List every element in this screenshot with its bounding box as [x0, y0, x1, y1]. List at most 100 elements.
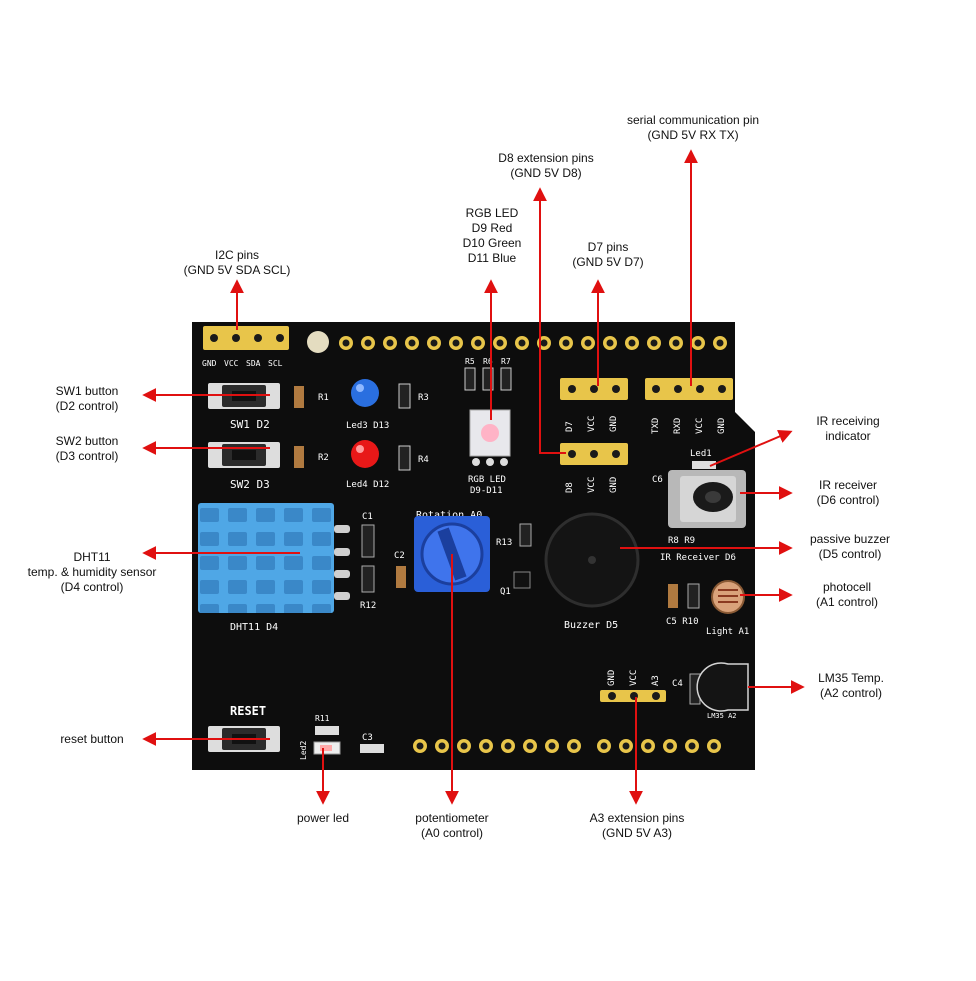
power-led-lens: [320, 745, 332, 751]
top-header-left-pin-hole: [364, 339, 372, 347]
callout-sw1-line1: SW1 button: [55, 384, 119, 398]
bottom-header-left-pin-hole: [526, 742, 534, 750]
serial-header: [645, 378, 733, 400]
top-header-left-pin-hole: [540, 339, 548, 347]
serial-label-txd: TXD: [651, 418, 661, 434]
bottom-header-right-pin-hole: [622, 742, 630, 750]
a3-label-a3: A3: [651, 675, 661, 686]
callout-sw2-line2: (D3 control): [55, 449, 119, 463]
c6-label: C6: [652, 475, 663, 485]
top-header-left-pin-hole: [452, 339, 460, 347]
top-header-left-pin-hole: [408, 339, 416, 347]
rgb-led-pins: [472, 458, 508, 466]
callout-ir-ind: IR receiving indicator: [800, 414, 896, 444]
callout-photo: photocell (A1 control): [800, 580, 894, 610]
mounting-hole: [307, 331, 329, 353]
dht11-label: DHT11 D4: [230, 622, 278, 633]
callout-d7-line2: (GND 5V D7): [572, 255, 644, 269]
i2c-header-pin: [210, 334, 218, 342]
q1-transistor: [513, 571, 531, 589]
i2c-header: [203, 326, 289, 350]
callout-buzzer: passive buzzer (D5 control): [798, 532, 902, 562]
d7-header-pin: [612, 385, 620, 393]
c1-label: C1: [362, 512, 373, 522]
r11-resistor: [315, 726, 339, 735]
top-header-right-pin-hole: [584, 339, 592, 347]
serial-label-vcc: VCC: [695, 418, 705, 434]
r7-label: R7: [501, 357, 511, 366]
callout-ir-ind-line1: IR receiving: [816, 414, 880, 428]
r10-resistor: [687, 583, 700, 609]
lm35-sensor: [696, 662, 749, 712]
c2-cap: [396, 566, 406, 588]
c5-cap: [668, 584, 678, 608]
callout-sw2-line1: SW2 button: [55, 434, 119, 448]
callout-serial-line2: (GND 5V RX TX): [647, 128, 739, 142]
top-header-left-pin-hole: [430, 339, 438, 347]
callout-buzzer-line1: passive buzzer: [809, 532, 891, 546]
callout-sw2: SW2 button (D3 control): [40, 434, 134, 464]
bottom-header-left-pin-hole: [570, 742, 578, 750]
r12-resistor: [361, 565, 375, 593]
callout-serial: serial communication pin (GND 5V RX TX): [610, 113, 776, 143]
bottom-header-left-pin-hole: [482, 742, 490, 750]
top-header-right-pin-hole: [694, 339, 702, 347]
dht11-pins: [334, 525, 350, 600]
led4-red: [351, 440, 379, 468]
callout-ir-recv-line2: (D6 control): [816, 493, 880, 507]
light-label: Light A1: [706, 627, 749, 637]
led3-label: Led3 D13: [346, 421, 389, 431]
serial-header-pin: [652, 385, 660, 393]
callout-sw1: SW1 button (D2 control): [40, 384, 134, 414]
r3-resistor: [398, 383, 411, 409]
callout-i2c: I2C pins (GND 5V SDA SCL): [170, 248, 304, 278]
bottom-header-right-pin-hole: [666, 742, 674, 750]
top-header-left-pin-hole: [342, 339, 350, 347]
bottom-header-right-pin-hole: [688, 742, 696, 750]
led1-label: Led1: [690, 449, 712, 459]
r1-label: R1: [318, 393, 329, 403]
d7-label-vcc: VCC: [587, 416, 597, 432]
d8-header-pin: [568, 450, 576, 458]
r12-label: R12: [360, 601, 376, 611]
callout-serial-line1: serial communication pin: [626, 113, 760, 127]
callout-ir-recv: IR receiver (D6 control): [800, 478, 896, 508]
led3-highlight: [356, 384, 364, 392]
arrow-ir-ind: [709, 429, 793, 467]
callout-d8: D8 extension pins (GND 5V D8): [486, 151, 606, 181]
callout-photo-line1: photocell: [822, 580, 872, 594]
ir-receiver-module: [668, 470, 746, 528]
callout-rgb-line1: RGB LED: [465, 206, 519, 220]
q1-label: Q1: [500, 587, 511, 597]
c1-cap: [361, 524, 375, 558]
serial-label-rxd: RXD: [673, 418, 683, 434]
c3-label: C3: [362, 733, 373, 743]
serial-header-pin: [718, 385, 726, 393]
bottom-header-left: [413, 739, 581, 753]
led4-label: Led4 D12: [346, 480, 389, 490]
top-header-right-pin-hole: [606, 339, 614, 347]
r11-label: R11: [315, 714, 330, 723]
bottom-header-right-pin-hole: [710, 742, 718, 750]
rotation-label: Rotation A0: [416, 510, 482, 521]
c3-cap: [360, 744, 384, 753]
ir-receiver-label: IR Receiver D6: [660, 553, 736, 563]
callout-dht-line2: temp. & humidity sensor: [27, 565, 157, 579]
bottom-header-left-pin-hole: [460, 742, 468, 750]
led1-smd: [692, 461, 716, 469]
callout-lm35-line1: LM35 Temp.: [818, 671, 884, 685]
callout-rgb-line4: D11 Blue: [467, 251, 517, 265]
led3-blue: [351, 379, 379, 407]
a3-header-pin: [652, 692, 660, 700]
photocell-track: [718, 589, 738, 603]
callout-i2c-line2: (GND 5V SDA SCL): [183, 263, 291, 277]
callout-reset: reset button: [44, 732, 140, 747]
callout-rgb-line2: D9 Red: [471, 221, 513, 235]
a3-label-vcc: VCC: [629, 670, 639, 686]
i2c-header-pin: [276, 334, 284, 342]
r1-resistor: [294, 386, 304, 408]
dht11-grille: [198, 503, 334, 613]
sw1-label: SW1 D2: [230, 418, 270, 431]
